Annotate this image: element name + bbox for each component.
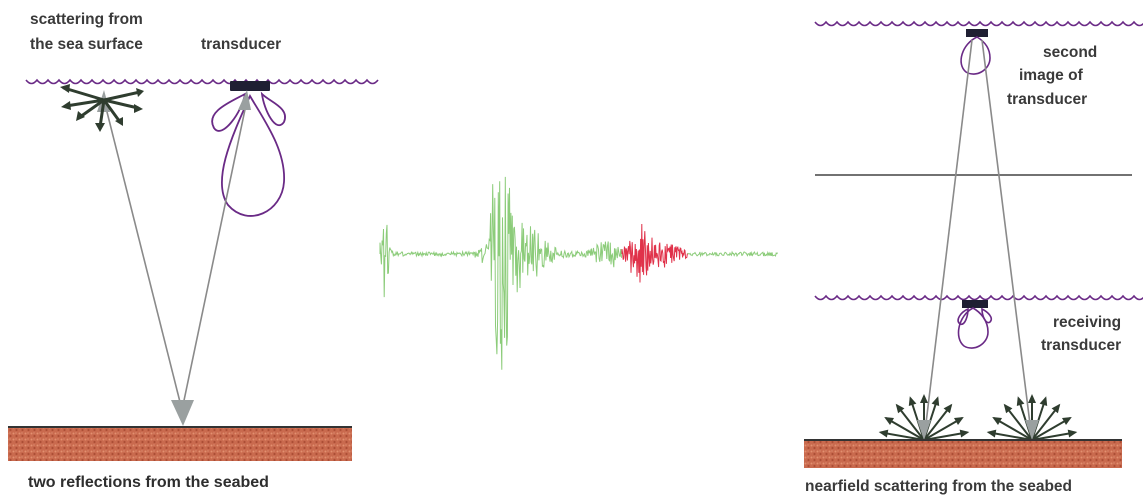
scatter-arrow [1004, 404, 1033, 441]
receiving-transducer-block-icon [962, 300, 988, 308]
label-second-image-line2: image of [1019, 67, 1084, 84]
scatter-arrowhead [992, 417, 1002, 425]
label-two-reflections: two reflections from the seabed [28, 474, 269, 491]
label-scattering-line2: the sea surface [30, 36, 143, 53]
label-second-image-line1: second [1043, 44, 1097, 61]
scatter-arrowhead [884, 417, 894, 425]
label-nearfield: nearfield scattering from the seabed [805, 478, 1072, 495]
left-panel: scattering from the sea surface transduc… [8, 11, 379, 491]
label-scattering-line1: scattering from [30, 11, 143, 28]
beam-pattern-image-icon [960, 36, 991, 75]
signal-trace-primary [379, 176, 778, 370]
label-second-image-line3: transducer [1007, 91, 1087, 108]
beam-pattern-receiving-icon [957, 307, 993, 349]
scatter-arrowhead [1062, 417, 1072, 425]
echo-signal [379, 176, 778, 370]
scatter-arrowhead [908, 396, 917, 406]
seabed-right [804, 440, 1122, 468]
arrowhead-down-seabed [171, 400, 194, 426]
surface-scatter-arrowheads [60, 84, 144, 132]
scatter-arrow [923, 431, 968, 441]
scatter-arrowhead [943, 403, 953, 414]
scatter-arrow [923, 417, 963, 441]
scatter-arrowhead [954, 417, 964, 425]
scatter-arrowhead [895, 403, 905, 414]
transducer-image-block-icon [966, 29, 988, 37]
sea-surface-image [814, 20, 1143, 27]
nearfield-scatter-fan-left [878, 394, 970, 441]
scatter-arrowhead [1003, 403, 1013, 414]
scatter-arrowhead [878, 429, 889, 438]
incident-arrowhead [1025, 420, 1039, 440]
ray-paths-left [103, 99, 248, 411]
scatter-arrow [1031, 417, 1071, 441]
scatter-arrow [923, 404, 952, 441]
scatter-arrowhead [986, 429, 997, 438]
surface-scatter-arrows [62, 86, 142, 129]
scatter-arrow [1031, 404, 1060, 441]
nearfield-scatter-fan-right [986, 394, 1078, 441]
label-transducer: transducer [201, 36, 281, 53]
signal-trace-secondary [621, 223, 688, 283]
scatter-arrowhead [931, 396, 940, 406]
label-receiving-line1: receiving [1053, 314, 1121, 331]
right-panel: second image of transducer receiving tra… [804, 20, 1143, 495]
scatter-arrow [993, 417, 1033, 441]
scatter-arrowhead [959, 429, 970, 438]
scatter-arrow [885, 417, 925, 441]
ray-paths-right [923, 39, 1033, 441]
incident-arrowhead [917, 420, 931, 440]
sea-surface-left [25, 78, 379, 85]
scatter-arrow [988, 431, 1033, 441]
scatter-arrow [880, 431, 925, 441]
scatter-arrowhead [920, 394, 928, 403]
transducer-block-icon [230, 81, 270, 91]
scatter-arrowhead [1039, 396, 1048, 406]
scatter-arrow [1031, 431, 1076, 441]
seabed-left [8, 427, 352, 461]
label-receiving-line2: transducer [1041, 337, 1121, 354]
scatter-arrowhead [1016, 396, 1025, 406]
scatter-arrowhead [1028, 394, 1036, 403]
scatter-arrow [896, 404, 925, 441]
scatter-arrowhead [1067, 429, 1078, 438]
beam-pattern-icon [211, 91, 286, 217]
sea-surface-receiving [814, 294, 1143, 301]
scatter-arrowhead [1051, 403, 1061, 414]
arrowhead-up-transducer [238, 90, 251, 110]
